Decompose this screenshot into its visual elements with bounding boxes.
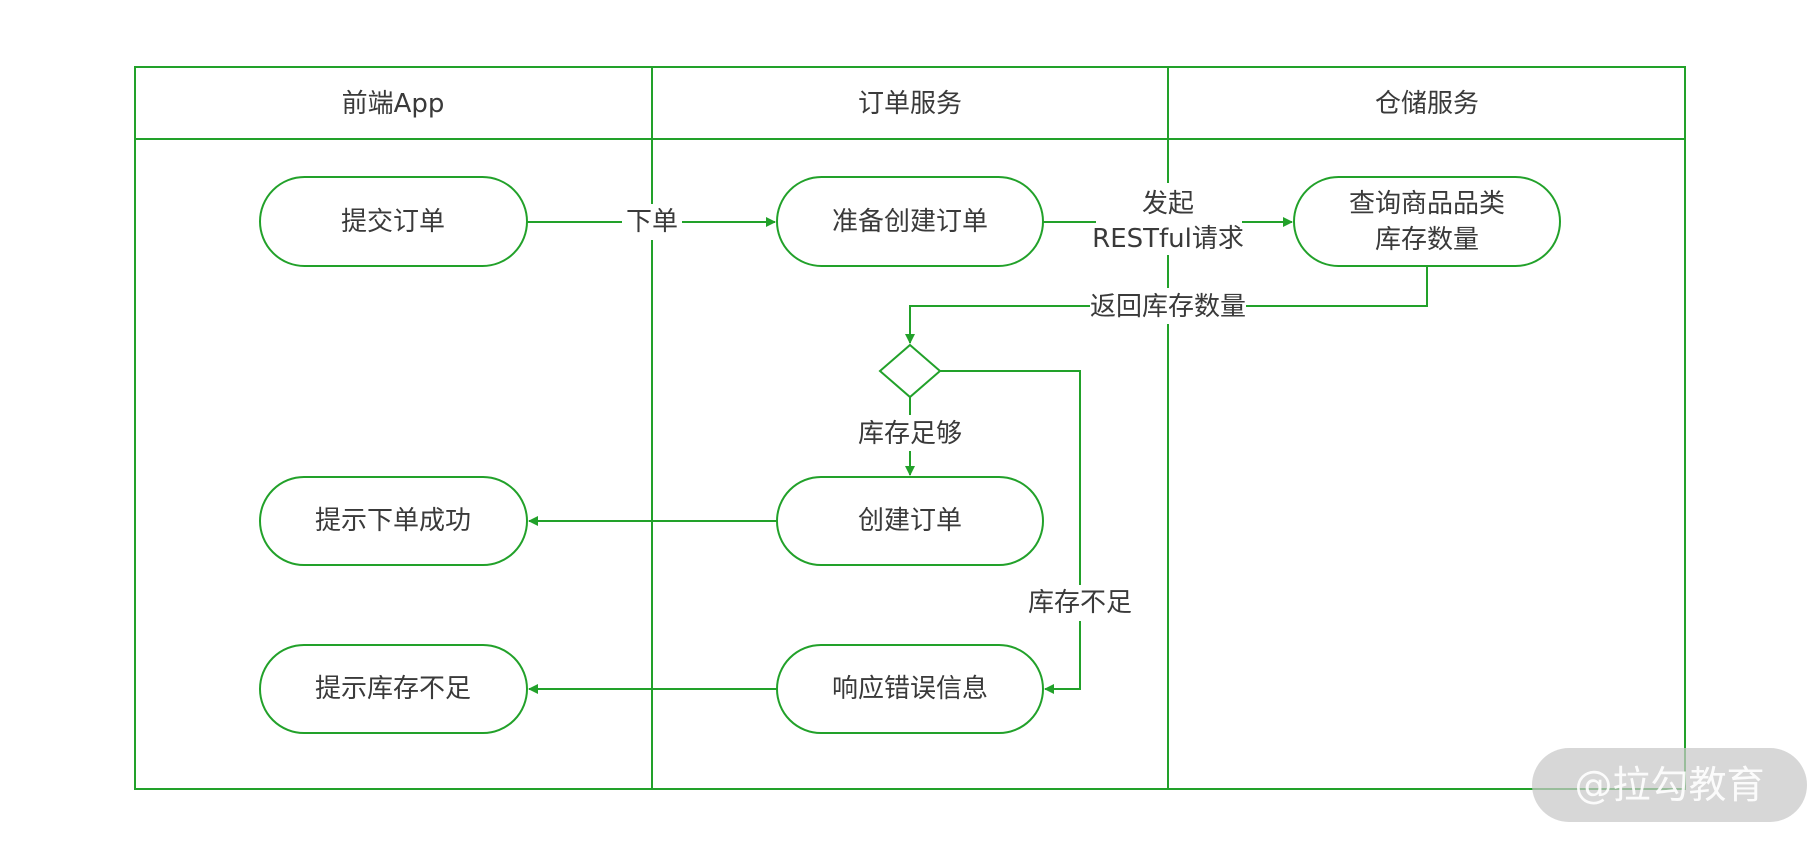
connectors xyxy=(527,217,1428,694)
edge-label-stock-sufficient: 库存足够 xyxy=(858,419,962,449)
edge-label-initiate: 发起 xyxy=(1142,189,1194,219)
node-label-line-1: 查询商品品类 xyxy=(1349,189,1505,219)
node-label: 提交订单 xyxy=(341,207,445,237)
edge-label-bg xyxy=(1096,183,1242,255)
edge-decision-to-error xyxy=(940,370,1081,694)
terminal-shape xyxy=(259,476,528,566)
edge-label-place-order: 下单 xyxy=(626,207,678,237)
node-prepare-order[interactable]: 准备创建订单 xyxy=(776,176,1044,267)
edge-labels: 下单 发起 RESTful请求 返回库存数量 库存足够 库存不足 xyxy=(622,183,1246,621)
node-stock-decision[interactable] xyxy=(878,343,942,399)
edge-label-bg xyxy=(1024,585,1136,621)
node-create-order[interactable]: 创建订单 xyxy=(776,476,1044,566)
terminal-shape xyxy=(259,644,528,734)
edge-label-bg xyxy=(622,204,682,240)
nodes: 提交订单 准备创建订单 查询商品品类 库存数量 创建订单 提示下单成功 xyxy=(259,176,1561,734)
terminal-shape xyxy=(259,176,528,267)
watermark-badge: @拉勾教育 xyxy=(1532,748,1807,822)
node-submit-order[interactable]: 提交订单 xyxy=(259,176,528,267)
node-label-line-2: 库存数量 xyxy=(1375,225,1479,255)
node-label: 准备创建订单 xyxy=(832,207,988,237)
node-shortage-tip[interactable]: 提示库存不足 xyxy=(259,644,528,734)
terminal-shape xyxy=(776,644,1044,734)
decision-diamond xyxy=(878,343,942,399)
swimlane-frame xyxy=(134,66,1686,790)
lane-title-warehouse-service: 仓储服务 xyxy=(1375,89,1479,119)
edge-label-return-stock: 返回库存数量 xyxy=(1090,292,1246,322)
node-query-stock[interactable]: 查询商品品类 库存数量 xyxy=(1293,176,1561,267)
node-label: 响应错误信息 xyxy=(832,674,988,704)
node-label: 提示库存不足 xyxy=(315,674,471,704)
terminal-shape xyxy=(776,476,1044,566)
edge-label-bg xyxy=(858,415,962,451)
edge-label-restful-request: RESTful请求 xyxy=(1092,224,1244,254)
lane-headers: 前端App 订单服务 仓储服务 xyxy=(342,89,1479,119)
node-label: 创建订单 xyxy=(858,506,962,536)
node-error-response[interactable]: 响应错误信息 xyxy=(776,644,1044,734)
terminal-shape xyxy=(776,176,1044,267)
terminal-shape xyxy=(1293,176,1561,267)
node-success-tip[interactable]: 提示下单成功 xyxy=(259,476,528,566)
lane-title-order-service: 订单服务 xyxy=(858,89,962,119)
frame-border xyxy=(134,66,1686,790)
edge-label-bg xyxy=(1090,288,1246,324)
node-label: 提示下单成功 xyxy=(315,506,471,536)
lane-title-frontend: 前端App xyxy=(342,89,445,119)
edge-label-stock-insufficient: 库存不足 xyxy=(1028,588,1132,618)
